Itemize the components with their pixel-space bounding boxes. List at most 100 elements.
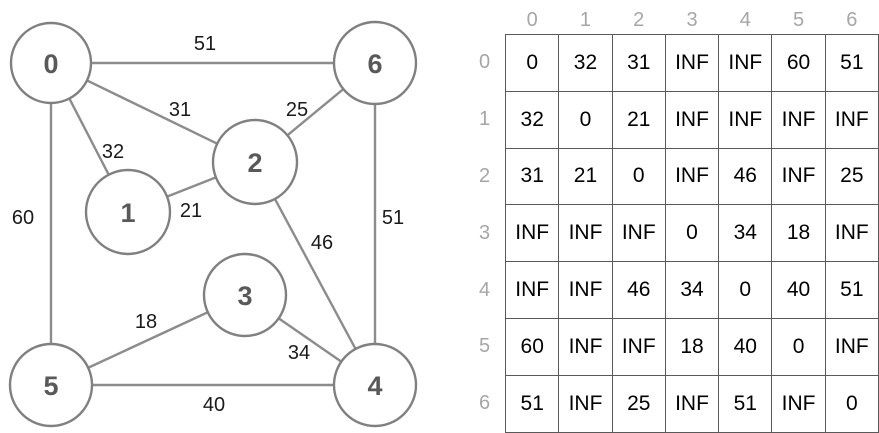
matrix-row-header-3: 3: [479, 221, 491, 244]
matrix-cell-1-6: INF: [824, 90, 879, 149]
matrix-cell-2-5: INF: [771, 147, 826, 206]
graph-node-5[interactable]: [8, 342, 94, 428]
matrix-cell-5-5: 0: [771, 317, 826, 376]
node-group: 0 1 2 3 4 5 6: [8, 20, 418, 428]
matrix-cell-5-0: 60: [505, 317, 560, 376]
matrix-row-header-4: 4: [479, 278, 491, 301]
matrix-cell-6-4: 51: [718, 374, 773, 433]
graph-edge-2-6: [286, 88, 345, 137]
matrix-cell-4-4: 0: [718, 261, 773, 319]
graph-edge-3-4: [278, 317, 342, 363]
matrix-cell-3-2: INF: [611, 204, 666, 263]
graph-node-label-5: 5: [43, 371, 58, 401]
matrix-row-header-6: 6: [479, 392, 491, 415]
matrix-cell-1-0: 32: [505, 90, 560, 149]
matrix-cell-5-1: INF: [558, 317, 613, 376]
matrix-cell-1-1: 0: [558, 90, 613, 149]
graph-edge-1-2: [166, 176, 217, 198]
matrix-cell-3-1: INF: [558, 204, 613, 263]
edge-weight-3-5: 18: [135, 311, 157, 333]
edge-weight-5-4: 40: [203, 394, 225, 416]
matrix-col-header-2: 2: [633, 8, 645, 31]
matrix-row-header-2: 2: [479, 164, 491, 187]
matrix-corner-cell: [479, 6, 506, 35]
graph-node-label-3: 3: [237, 281, 252, 311]
matrix-cell-6-0: 51: [505, 374, 560, 433]
matrix-cell-6-1: INF: [558, 374, 613, 433]
matrix-cell-2-1: 21: [558, 147, 613, 206]
matrix-cell-0-3: INF: [664, 34, 720, 92]
graph-edge-2-4: [273, 198, 357, 350]
matrix-cell-4-1: INF: [558, 261, 613, 319]
matrix-row-header-5: 5: [479, 335, 491, 358]
matrix-cell-3-3: 0: [664, 204, 720, 263]
matrix-col-header-5: 5: [792, 8, 805, 31]
matrix-cell-2-4: 46: [718, 147, 773, 206]
edge-weight-2-4: 46: [311, 232, 333, 254]
edge-weight-1-2: 21: [180, 200, 202, 222]
matrix-cell-4-3: 34: [664, 261, 720, 319]
matrix-cell-4-0: INF: [505, 261, 560, 319]
matrix-cell-1-2: 21: [611, 90, 666, 149]
matrix-cell-5-2: INF: [611, 317, 666, 376]
graph-edge-3-5: [87, 311, 209, 369]
matrix-col-header-1: 1: [579, 8, 592, 31]
edge-line-group: [49, 61, 377, 387]
graph-node-2[interactable]: [211, 118, 299, 206]
matrix-row-header-1: 1: [479, 108, 491, 131]
matrix-cell-3-5: 18: [771, 204, 826, 263]
edge-weight-6-4: 51: [382, 207, 404, 229]
matrix-cell-1-4: INF: [718, 90, 773, 149]
graph-node-label-0: 0: [43, 49, 58, 79]
matrix-cell-0-1: 32: [558, 34, 613, 92]
matrix-cell-0-2: 31: [611, 34, 666, 92]
matrix-cell-2-2: 0: [611, 147, 666, 206]
matrix-cell-1-3: INF: [664, 90, 720, 149]
matrix-col-header-3: 3: [686, 8, 698, 31]
matrix-col-header-4: 4: [739, 8, 751, 31]
matrix-cell-3-0: INF: [505, 204, 560, 263]
edge-weight-0-5: 60: [12, 207, 34, 229]
matrix-cell-4-6: 51: [824, 261, 879, 319]
matrix-col-header-0: 0: [526, 8, 538, 31]
matrix-cell-3-6: INF: [824, 204, 879, 263]
graph-node-6[interactable]: [332, 20, 418, 106]
matrix-cell-5-4: 40: [718, 317, 773, 376]
graph-node-label-6: 6: [367, 49, 382, 79]
matrix-cell-0-4: INF: [718, 34, 773, 92]
matrix-cell-6-6: 0: [824, 374, 879, 433]
matrix-cell-1-5: INF: [771, 90, 826, 149]
matrix-cell-5-6: INF: [824, 317, 879, 376]
edge-weight-0-1: 32: [102, 141, 124, 163]
graph-edge-0-2: [86, 79, 218, 145]
graph-node-4[interactable]: [332, 342, 418, 428]
graph-node-3[interactable]: [202, 252, 288, 338]
graph-edge-0-1: [68, 97, 110, 176]
matrix-cell-0-6: 51: [824, 34, 879, 92]
edge-weight-0-2: 31: [169, 99, 191, 121]
matrix-cell-3-4: 34: [718, 204, 773, 263]
graph-node-label-1: 1: [120, 198, 135, 228]
matrix-cell-4-2: 46: [611, 261, 666, 319]
edge-weight-0-6: 51: [194, 33, 216, 55]
edge-weight-2-6: 25: [286, 99, 308, 121]
matrix-cell-5-3: 18: [664, 317, 720, 376]
graph-node-label-4: 4: [367, 371, 382, 401]
graph-node-1[interactable]: [84, 168, 172, 256]
graph-node-0[interactable]: [9, 21, 93, 105]
graph-node-label-2: 2: [247, 148, 262, 178]
